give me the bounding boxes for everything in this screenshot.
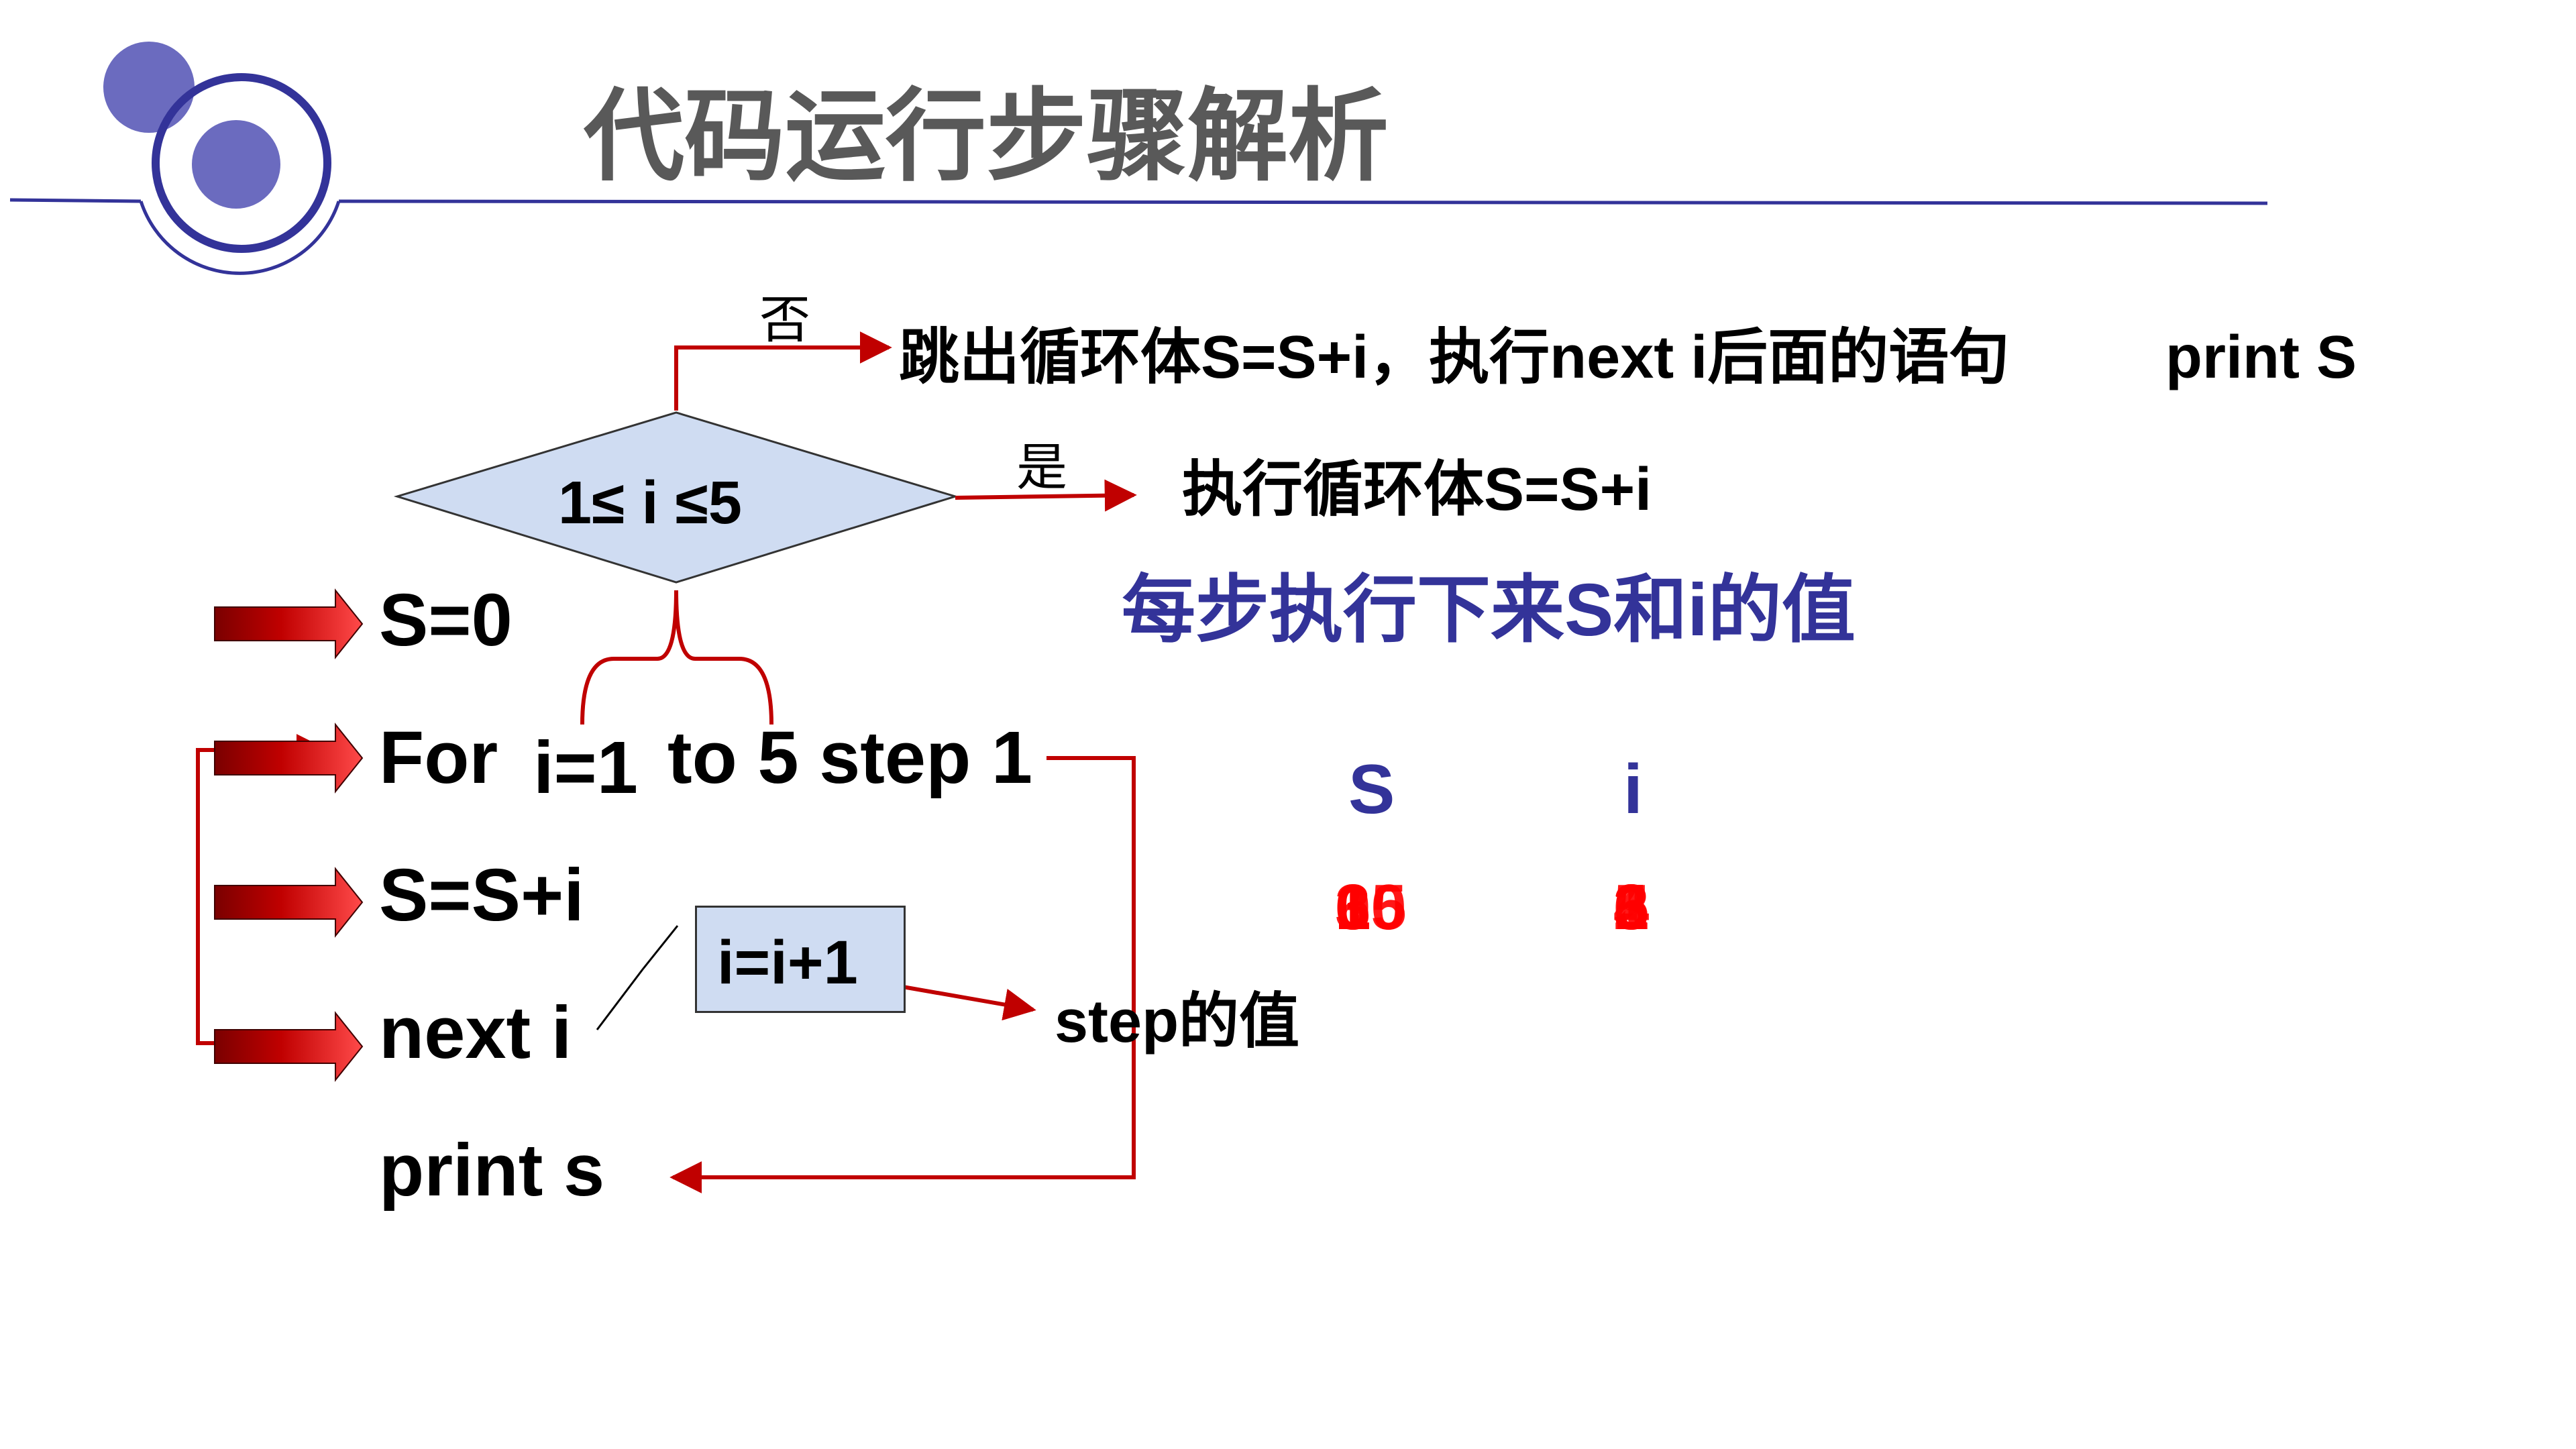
trace-i-value-5: 6	[1613, 871, 1650, 943]
trace-s-value-3: 6	[1335, 871, 1371, 943]
code-line-init: S=0	[379, 579, 513, 661]
trace-i-header: i	[1623, 751, 1643, 828]
trace-s-header: S	[1348, 751, 1395, 828]
code-line-print: print s	[379, 1129, 605, 1212]
trace-s-value-1: 1	[1335, 871, 1371, 943]
ring-inner	[192, 120, 280, 209]
trace-s-value-0: 0	[1335, 871, 1371, 943]
header-decoration	[9, 42, 2268, 275]
yes-label: 是	[1016, 439, 1067, 496]
code-line-for-rest: to 5 step 1	[667, 716, 1033, 799]
block-arrow-icon	[214, 1011, 364, 1082]
no-action-text: 跳出循环体S=S+i，执行next i后面的语句	[899, 324, 2010, 391]
header-rule-right	[338, 199, 2268, 205]
trace-s-value-2: 3	[1335, 871, 1371, 943]
trace-i-value-3: 4	[1613, 871, 1650, 943]
increment-text: i=i+1	[717, 928, 858, 997]
trace-i-value-1: 2	[1613, 871, 1650, 943]
code-line-for: For	[379, 716, 498, 799]
no-label: 否	[759, 292, 810, 349]
callout-connector-top	[641, 925, 679, 970]
step-note: step的值	[1055, 988, 1300, 1055]
code-line-for-init: i=1	[533, 727, 638, 809]
code-line-body: S=S+i	[379, 854, 584, 936]
trace-heading: 每步执行下来S和i的值	[1122, 569, 1856, 651]
header-rule-left	[9, 198, 142, 203]
exit-line	[669, 756, 1136, 1193]
block-arrow-icon	[214, 722, 364, 794]
no-branch-arrow	[674, 331, 892, 411]
increment-box: i=i+1	[695, 906, 906, 1013]
callout-connector	[596, 969, 644, 1030]
trace-s-value-4: 10	[1335, 871, 1407, 943]
trace-s-value-5: 15	[1335, 871, 1407, 943]
yes-branch-arrow	[955, 479, 1137, 512]
trace-i-value-2: 3	[1613, 871, 1650, 943]
trace-i-value-4: 5	[1613, 871, 1650, 943]
block-arrow-icon	[214, 867, 364, 938]
ring-arc	[139, 201, 341, 275]
condition-label: 1≤ i ≤5	[558, 470, 742, 537]
no-action-tail: print S	[2165, 324, 2357, 391]
trace-i-value-0: 1	[1613, 871, 1650, 943]
code-line-next: next i	[379, 991, 572, 1074]
page-title: 代码运行步骤解析	[584, 80, 1389, 193]
yes-action-text: 执行循环体S=S+i	[1182, 456, 1652, 523]
brace	[580, 590, 773, 725]
ring-outer	[152, 73, 331, 253]
block-arrow-icon	[214, 588, 364, 659]
